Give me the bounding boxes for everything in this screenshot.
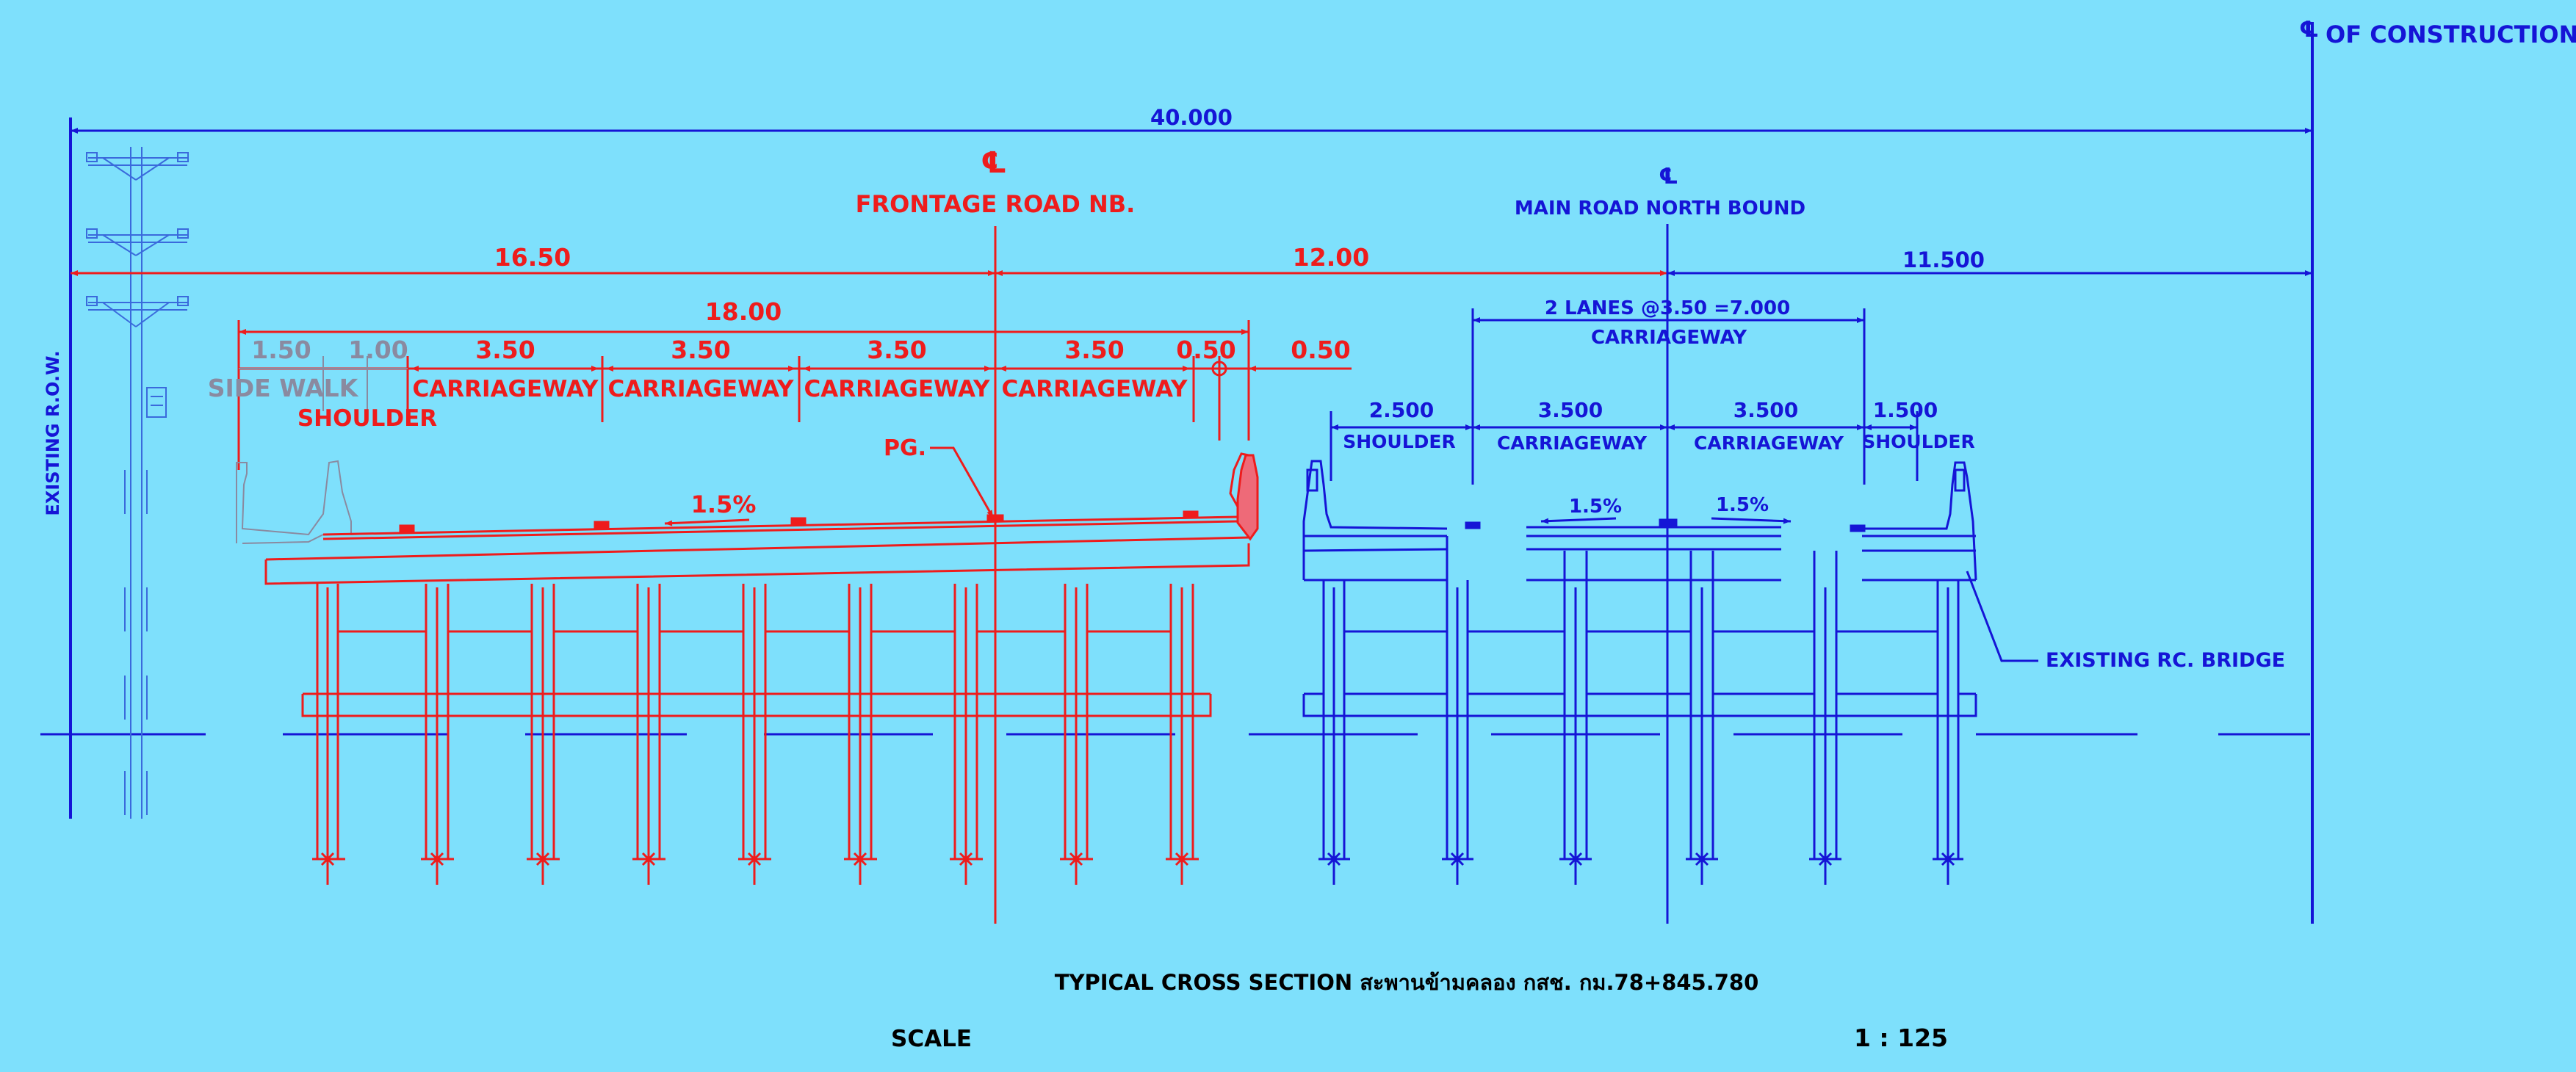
frontage-lane-3-width: 3.50 bbox=[867, 336, 926, 364]
existing-sidewalk: 1.50 1.00 SIDE WALK bbox=[208, 336, 408, 544]
overall-width-label: 40.000 bbox=[1150, 105, 1233, 130]
frontage-railing bbox=[1236, 454, 1259, 541]
construction-cl-label: OF CONSTRUCTION bbox=[2326, 21, 2576, 48]
scale-label: SCALE bbox=[891, 1026, 972, 1052]
profile-grade-label: PG. bbox=[884, 435, 926, 461]
main-slope-right-arrow bbox=[1711, 517, 1792, 524]
title-block: TYPICAL CROSS SECTION สะพานข้ามคลอง กสช.… bbox=[891, 970, 1948, 1052]
frontage-lane-4-label: CARRIAGEWAY bbox=[1002, 376, 1188, 402]
main-carriageway-label: CARRIAGEWAY bbox=[1591, 327, 1747, 349]
main-slope-left-arrow bbox=[1540, 517, 1617, 524]
main-slope-right: 1.5% bbox=[1716, 494, 1769, 516]
construction-cl-symbol: ℄ bbox=[2299, 17, 2319, 43]
shoulder-width-dim: 1.00 bbox=[348, 336, 408, 364]
utility-pole bbox=[86, 147, 189, 819]
frontage-shoulder-label: SHOULDER bbox=[297, 405, 437, 432]
main-seg-2-label: CARRIAGEWAY bbox=[1497, 432, 1648, 454]
frontage-lane-1-width: 3.50 bbox=[475, 336, 535, 364]
frontage-cl-title: FRONTAGE ROAD NB. bbox=[856, 190, 1136, 218]
frontage-lane-2-label: CARRIAGEWAY bbox=[608, 376, 794, 402]
frontage-outer-width: 0.50 bbox=[1291, 336, 1350, 364]
main-cl-title: MAIN ROAD NORTH BOUND bbox=[1515, 198, 1805, 220]
frontage-to-row-dim: 16.50 bbox=[494, 243, 571, 272]
scale-value: 1 : 125 bbox=[1854, 1024, 1948, 1052]
main-seg-1-width: 2.500 bbox=[1369, 398, 1435, 422]
frontage-bridge bbox=[264, 452, 1250, 885]
main-centerline: ℄ MAIN ROAD NORTH BOUND bbox=[1515, 164, 1805, 924]
frontage-cl-symbol: ℄ bbox=[981, 146, 1007, 180]
main-bridge bbox=[1302, 460, 2038, 885]
existing-bridge-label: EXISTING RC. BRIDGE bbox=[2046, 649, 2285, 672]
main-seg-4-label: SHOULDER bbox=[1862, 431, 1975, 452]
construction-centerline: ℄ OF CONSTRUCTION bbox=[2299, 17, 2576, 924]
frontage-lane-3-label: CARRIAGEWAY bbox=[804, 376, 990, 402]
main-seg-1-label: SHOULDER bbox=[1343, 431, 1456, 452]
main-seg-3-width: 3.500 bbox=[1733, 398, 1799, 422]
sidewalk-label: SIDE WALK bbox=[208, 374, 359, 402]
frontage-centerline: ℄ FRONTAGE ROAD NB. bbox=[856, 146, 1136, 924]
sidewalk-width-dim: 1.50 bbox=[251, 336, 311, 364]
frontage-slope-arrow bbox=[664, 518, 750, 526]
existing-row: EXISTING R.O.W. bbox=[43, 117, 72, 819]
overall-dimension: 40.000 bbox=[71, 105, 2312, 134]
frontage-to-main-dim: 12.00 bbox=[1293, 243, 1369, 272]
main-lanes-note: 2 LANES @3.50 =7.000 bbox=[1545, 297, 1790, 319]
frontage-slope-label: 1.5% bbox=[691, 490, 757, 518]
main-seg-4-width: 1.500 bbox=[1873, 398, 1938, 422]
main-slope-left: 1.5% bbox=[1569, 496, 1622, 518]
frontage-edge-width: 0.50 bbox=[1176, 336, 1235, 364]
frontage-lane-4-width: 3.50 bbox=[1064, 336, 1124, 364]
main-to-construction-dim: 11.500 bbox=[1902, 247, 1985, 272]
existing-row-label: EXISTING R.O.W. bbox=[43, 350, 63, 515]
frontage-lane-1-label: CARRIAGEWAY bbox=[413, 376, 599, 402]
main-dimensions bbox=[1330, 270, 2312, 485]
profile-grade-leader bbox=[930, 446, 995, 518]
frontage-deck-width-dim: 18.00 bbox=[705, 297, 782, 326]
main-seg-3-label: CARRIAGEWAY bbox=[1694, 432, 1844, 454]
main-cl-symbol: ℄ bbox=[1659, 164, 1678, 189]
frontage-lane-2-width: 3.50 bbox=[671, 336, 730, 364]
main-seg-2-width: 3.500 bbox=[1538, 398, 1603, 422]
section-caption: TYPICAL CROSS SECTION สะพานข้ามคลอง กสช.… bbox=[1055, 970, 1759, 995]
